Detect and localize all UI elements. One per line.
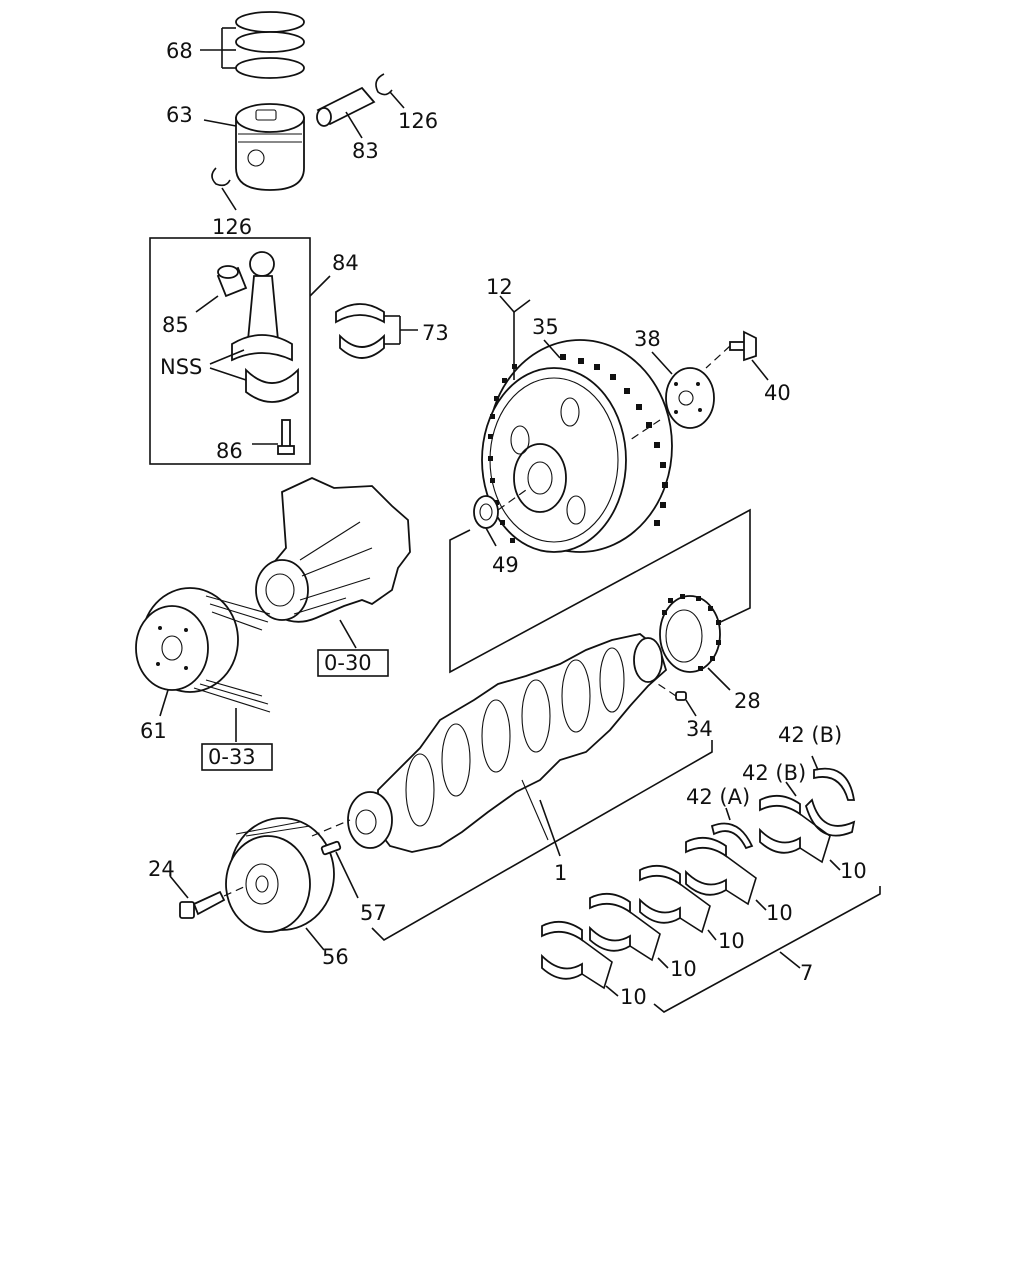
main-bearing-2 xyxy=(685,836,767,911)
ref-box-belt xyxy=(201,743,273,771)
key xyxy=(657,683,697,717)
label-pulley-bolt: 24 xyxy=(148,857,175,881)
label-timing-gear: 28 xyxy=(734,689,761,713)
label-ring-gear: 35 xyxy=(532,315,559,339)
label-snap-ring-upper: 126 xyxy=(398,109,438,133)
pulley-bolt xyxy=(169,875,247,919)
label-main-bearing-4: 10 xyxy=(670,957,697,981)
crankshaft xyxy=(347,633,668,857)
thrust-bearing-b2 xyxy=(785,781,797,797)
label-main-bearing-5: 10 xyxy=(620,985,647,1009)
label-main-bearing-1: 10 xyxy=(840,859,867,883)
label-pulley: 61 xyxy=(140,719,167,743)
connecting-rod-box xyxy=(149,237,311,465)
timing-gear xyxy=(659,594,731,691)
label-pilot-bearing: 49 xyxy=(492,553,519,577)
rod-bolt xyxy=(252,419,295,455)
dowel-pin xyxy=(311,819,359,899)
label-piston: 63 xyxy=(166,103,193,127)
snap-ring-lower xyxy=(211,167,237,211)
water-pump xyxy=(255,477,411,649)
label-rod-bearing: 73 xyxy=(422,321,449,345)
label-flywheel-assembly: 12 xyxy=(486,275,513,299)
label-bearing-set: 7 xyxy=(800,961,813,985)
label-ref-belt: 0-33 xyxy=(208,745,256,769)
label-main-bearing-2: 10 xyxy=(766,901,793,925)
label-flywheel-plate: 38 xyxy=(634,327,661,351)
rod-bearing xyxy=(335,303,418,359)
crank-pulley xyxy=(225,817,335,951)
thrust-bearing-a xyxy=(710,807,754,850)
flywheel-bolt xyxy=(705,330,769,381)
flywheel-plate xyxy=(629,351,715,441)
main-bearing-1 xyxy=(759,794,841,871)
ref-box-water-pump xyxy=(317,649,389,677)
label-thrust-a: 42 (A) xyxy=(686,785,750,809)
label-bushing: 85 xyxy=(162,313,189,337)
connecting-rod xyxy=(231,251,299,403)
label-rod-bolt: 86 xyxy=(216,439,243,463)
label-thrust-b2: 42 (B) xyxy=(742,761,806,785)
flywheel xyxy=(481,339,673,553)
label-piston-pin: 83 xyxy=(352,139,379,163)
bushing xyxy=(195,265,248,313)
piston-pin xyxy=(316,86,376,139)
label-thrust-b1: 42 (B) xyxy=(778,723,842,747)
label-key: 34 xyxy=(686,717,713,741)
main-bearing-3 xyxy=(639,864,717,941)
label-crank-pulley: 56 xyxy=(322,945,349,969)
main-bearing-4 xyxy=(589,892,669,969)
piston-rings xyxy=(200,11,305,79)
label-main-bearing-3: 10 xyxy=(718,929,745,953)
pulley xyxy=(135,587,271,742)
label-connecting-rod-assembly: 84 xyxy=(332,251,359,275)
piston xyxy=(203,103,305,191)
main-bearing-5 xyxy=(541,920,619,997)
label-piston-rings: 68 xyxy=(166,39,193,63)
label-ref-water-pump: 0-30 xyxy=(324,651,372,675)
label-flywheel-bolt: 40 xyxy=(764,381,791,405)
label-dowel-pin: 57 xyxy=(360,901,387,925)
label-snap-ring-lower: 126 xyxy=(212,215,252,239)
label-crankshaft: 1 xyxy=(554,861,567,885)
snap-ring-upper xyxy=(375,73,405,109)
label-nss: NSS xyxy=(160,355,202,379)
pilot-bearing xyxy=(473,489,527,547)
ring-gear-teeth xyxy=(488,354,668,543)
